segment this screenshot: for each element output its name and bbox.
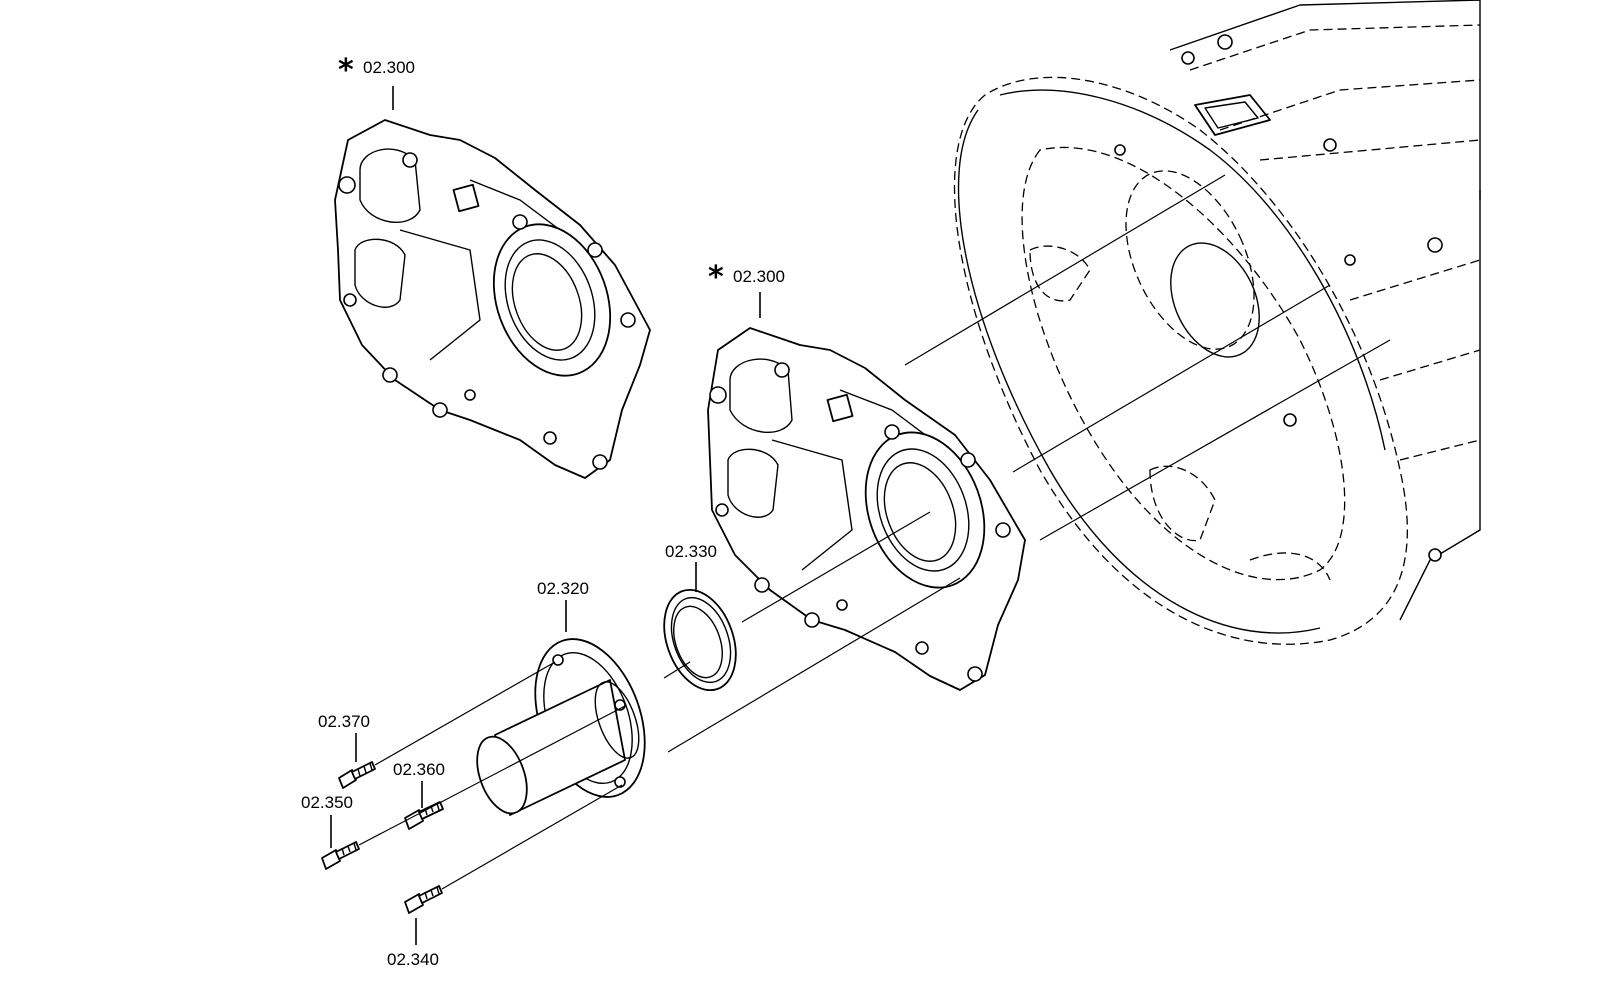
leader-lines bbox=[330, 86, 761, 945]
seal-ring-02-330 bbox=[663, 588, 737, 692]
label-02-350: 02.350 bbox=[301, 793, 353, 812]
bolt-02-340 bbox=[404, 885, 443, 914]
bolt-02-350 bbox=[321, 841, 360, 870]
label-02-300-upper: 02.300 bbox=[363, 58, 415, 77]
label-02-330: 02.330 bbox=[665, 542, 717, 561]
label-02-370: 02.370 bbox=[318, 712, 370, 731]
label-02-320: 02.320 bbox=[537, 579, 589, 598]
label-02-340: 02.340 bbox=[387, 950, 439, 969]
cover-02-300-center bbox=[707, 327, 1026, 691]
bolt-02-370 bbox=[338, 761, 376, 789]
star-marker-upper: * bbox=[338, 53, 354, 88]
cover-02-300-upper bbox=[334, 119, 651, 479]
part-labels: * 02.300 * 02.300 02.330 02.320 02.370 0… bbox=[301, 53, 785, 969]
guide-sleeve-02-320 bbox=[476, 638, 646, 816]
assembly-lines bbox=[358, 174, 1391, 890]
star-marker-center: * bbox=[708, 260, 724, 295]
label-02-300-center: 02.300 bbox=[733, 267, 785, 286]
bolt-02-360 bbox=[404, 801, 444, 830]
label-02-360: 02.360 bbox=[393, 760, 445, 779]
transmission-housing bbox=[953, 0, 1481, 645]
